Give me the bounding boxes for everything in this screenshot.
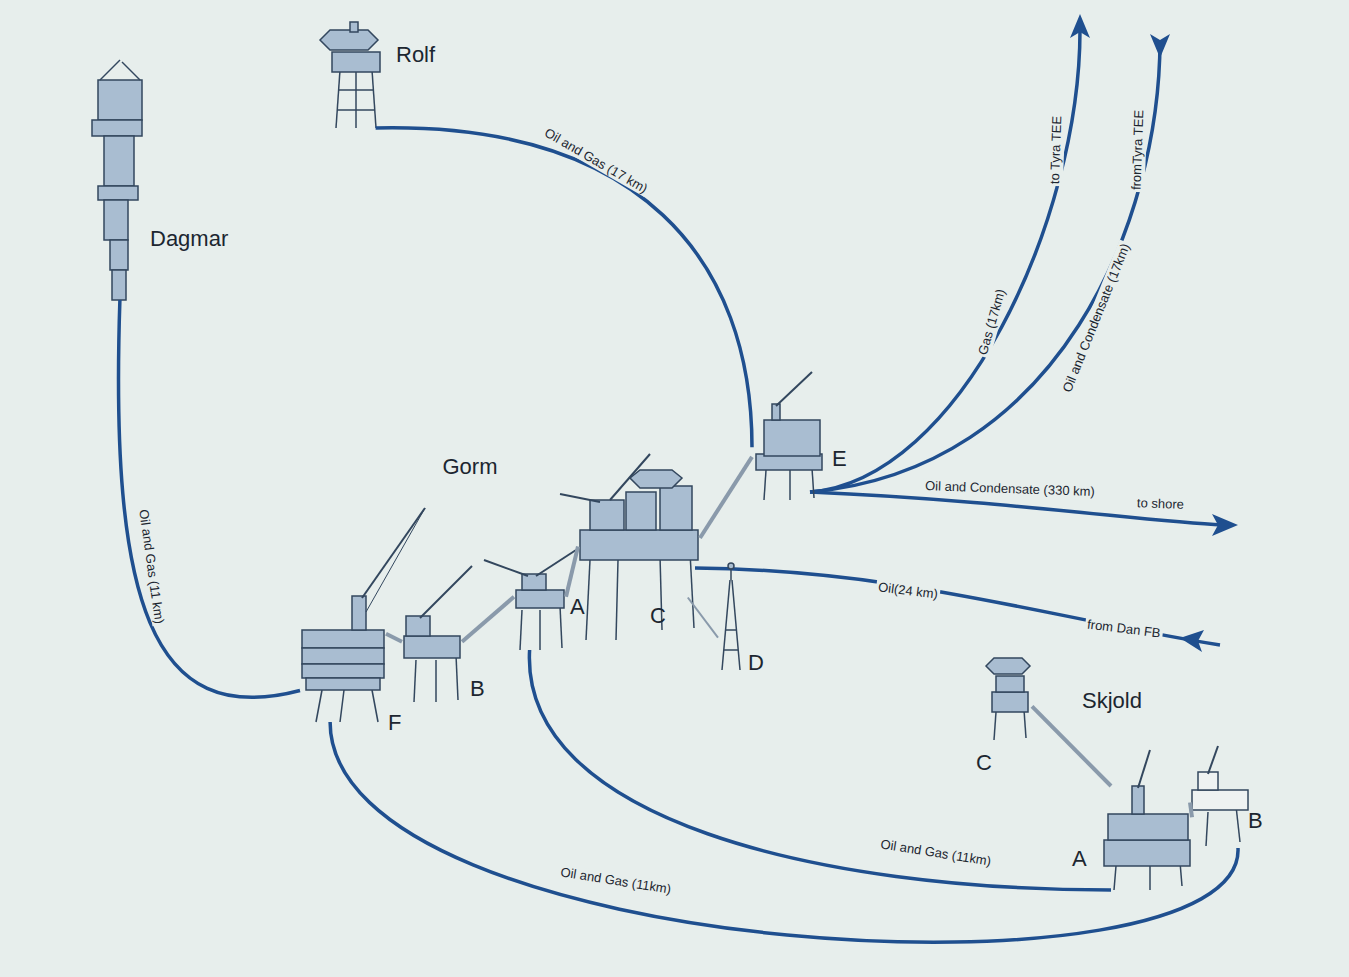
bridge [1190, 802, 1192, 817]
platform-node: Rolf [318, 20, 390, 128]
platform-node: A [514, 574, 566, 650]
gorm-e-platform [756, 372, 822, 500]
platform-node: E [752, 404, 824, 500]
destination-label: fromTyra TEE [1129, 108, 1148, 192]
platform-node: F [300, 596, 386, 722]
gorm-a-platform [484, 550, 576, 650]
bridge [462, 597, 514, 642]
platform-node: B [402, 616, 462, 702]
bridge [1032, 706, 1111, 786]
bridge [700, 457, 752, 538]
bridge [688, 598, 718, 638]
destination-label: from Dan FB [1084, 616, 1163, 641]
pipeline [118, 300, 300, 697]
pipeline-label: Oil and Gas (11km) [878, 836, 995, 869]
pipeline [376, 128, 752, 447]
bridge [566, 547, 578, 597]
dagmar-platform [92, 60, 142, 300]
pipeline [330, 722, 1238, 942]
gorm-b-platform [404, 566, 472, 702]
platform-name: Rolf [396, 42, 435, 68]
pipeline-label: Oil and Condensate (17km) [1058, 239, 1134, 396]
platform-letter: A [570, 594, 585, 620]
gorm-f-platform [302, 508, 425, 722]
platform-node: C [578, 470, 700, 640]
pipeline-label: Oil and Gas (11 km) [136, 506, 167, 626]
destination-label: to shore [1134, 495, 1186, 513]
platform-letter: B [1248, 808, 1263, 834]
platform-letter: C [976, 750, 992, 776]
platform-letter: F [388, 710, 401, 736]
rolf-platform [320, 22, 380, 128]
gorm-c-platform [560, 454, 698, 640]
platform-node: Dagmar [88, 58, 146, 300]
skjold-b-platform [1192, 746, 1248, 846]
destination-label: to Tyra TEE [1047, 114, 1066, 187]
pipeline-label: Oil and Condensate (330 km) [923, 478, 1097, 500]
platform-letter: B [470, 676, 485, 702]
pipeline-label: Oil and Gas (17 km) [540, 123, 652, 196]
platform-letter: D [748, 650, 764, 676]
platform-letter: C [650, 603, 666, 629]
platform-node: B [1190, 772, 1250, 848]
platform-node: D [718, 562, 744, 670]
platform-node: C [984, 656, 1032, 740]
pipeline-label: Oil(24 km) [875, 579, 940, 603]
field-name: Gorm [441, 454, 500, 479]
skjold-a-platform [1104, 750, 1190, 890]
platform-letter: E [832, 446, 847, 472]
gorm-d-flare [722, 563, 740, 670]
pipeline [695, 30, 1222, 645]
platform-node: A [1102, 786, 1192, 890]
bridge [386, 634, 402, 642]
field-name: Skjold [1080, 688, 1144, 713]
platform-name: Dagmar [150, 226, 228, 252]
pipeline-label: Oil and Gas (11km) [558, 864, 675, 897]
platform-letter: A [1072, 846, 1087, 872]
pipeline [529, 650, 1111, 890]
skjold-c-platform [986, 658, 1030, 740]
